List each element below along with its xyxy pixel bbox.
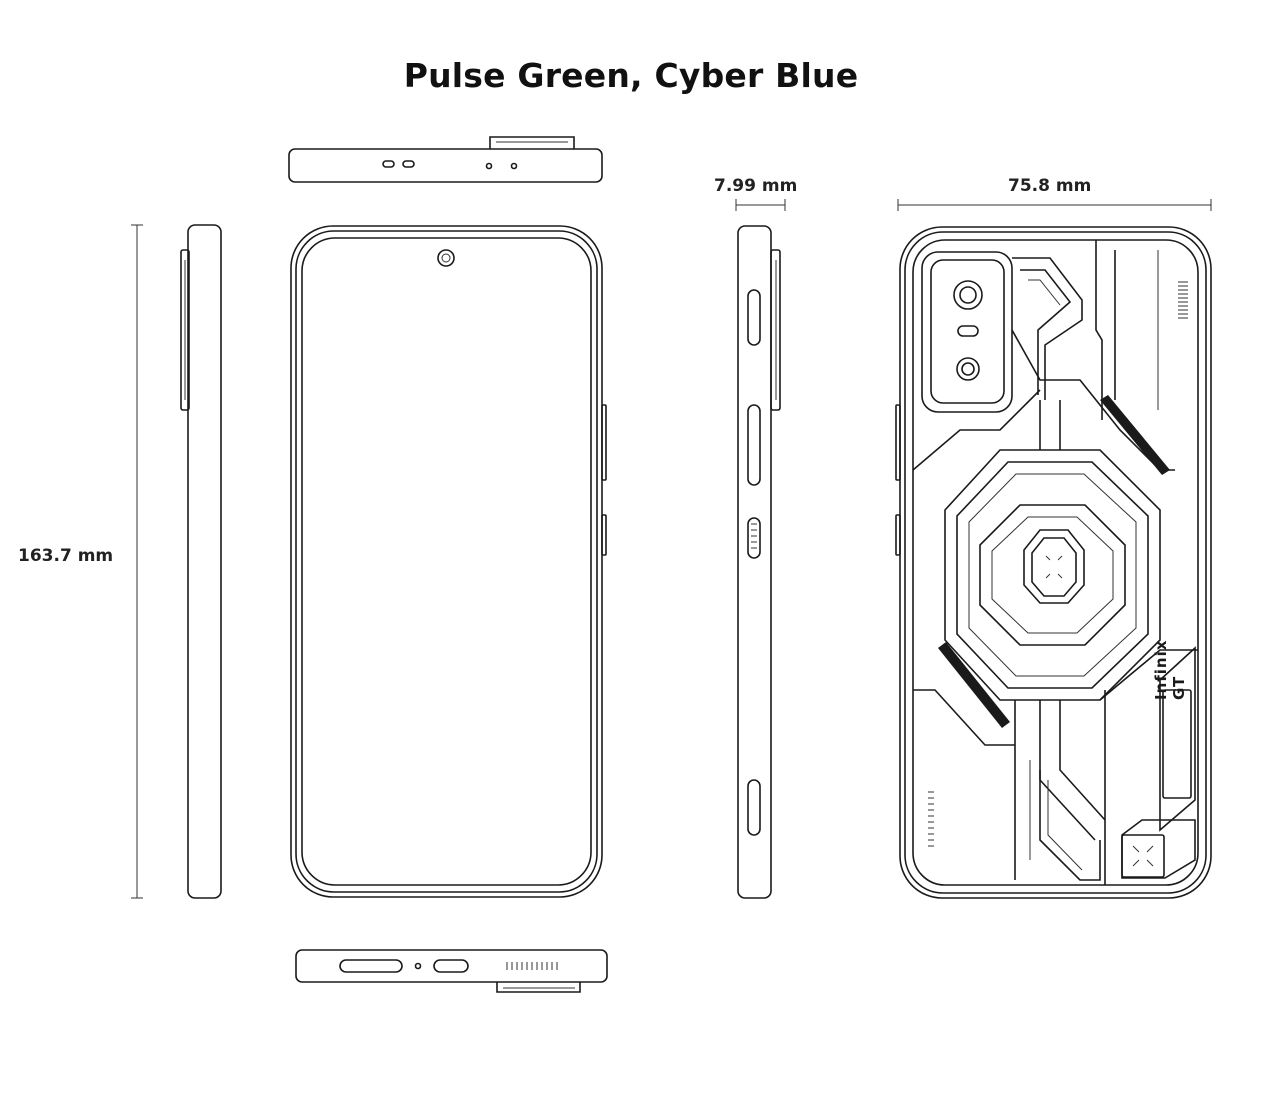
width-dimension-label: 75.8 mm [1008, 176, 1092, 196]
corner-x-mark-icon [1132, 845, 1154, 867]
height-dimension-label: 163.7 mm [18, 546, 114, 566]
power-button-icon [747, 404, 761, 486]
height-dimension-line [131, 224, 143, 899]
lower-vent-lines-icon [928, 791, 934, 847]
front-camera-icon [437, 249, 455, 267]
brand-logo-plate [1162, 689, 1192, 799]
rear-camera-module [921, 251, 1013, 413]
secondary-camera-icon [956, 357, 980, 381]
speaker-grille-icon [339, 959, 403, 973]
back-view [895, 226, 1212, 899]
thickness-dimension-line [735, 199, 786, 211]
page-title: Pulse Green, Cyber Blue [403, 56, 859, 95]
right-side-view [737, 225, 781, 899]
front-view [290, 225, 607, 898]
corner-square-icon [1121, 834, 1165, 878]
x-mark-icon [1045, 555, 1063, 579]
back-circuit-pattern [912, 240, 1198, 885]
volume-button-icon [747, 289, 761, 346]
left-side-view [180, 224, 222, 899]
usb-port-icon [433, 959, 469, 973]
vent-lines-icon [1178, 281, 1188, 319]
top-edge-view [288, 136, 603, 183]
brand-logo-text: Infinix GT [1152, 639, 1188, 700]
flash-icon [957, 325, 979, 337]
thickness-dimension-label: 7.99 mm [714, 176, 798, 196]
bottom-edge-view [295, 949, 608, 993]
main-camera-icon [953, 280, 983, 310]
microphone-holes-icon [506, 962, 558, 970]
width-dimension-line [897, 199, 1212, 211]
